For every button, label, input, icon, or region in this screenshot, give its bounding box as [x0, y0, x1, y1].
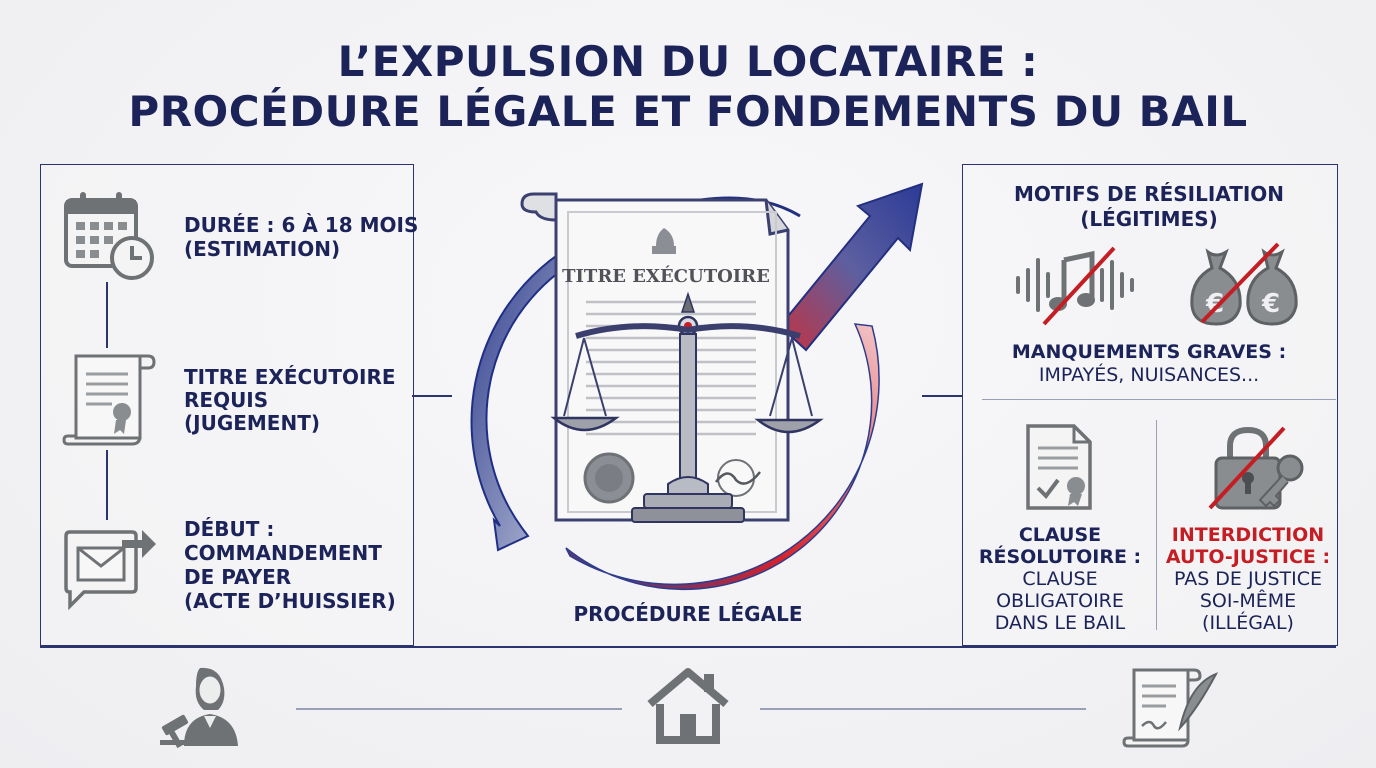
right-connector: [922, 395, 962, 397]
clause-document-icon: [1024, 422, 1096, 512]
scroll-seal-icon: [62, 350, 158, 448]
debut-label-4: (ACTE D’HUISSIER): [184, 589, 396, 613]
envelope-arrow-icon: [62, 522, 158, 611]
right-divider-vertical: [1156, 420, 1157, 630]
interdiction-text-3: (ILLÉGAL): [1202, 612, 1294, 634]
calendar-clock-icon: [62, 188, 158, 284]
manquements-text: IMPAYÉS, NUISANCES...: [1038, 364, 1260, 386]
bottom-line-left: [296, 708, 622, 710]
motifs-title-2: (LÉGITIMES): [1080, 207, 1218, 231]
page-title-line1: L’EXPULSION DU LOCATAIRE :: [337, 37, 1039, 86]
left-vertical-connector-2: [106, 450, 108, 520]
clause-title-1: CLAUSE: [1018, 524, 1102, 546]
duree-label-1: DURÉE : 6 À 18 MOIS: [184, 213, 419, 237]
debut-label-3: DE PAYER: [184, 565, 292, 589]
money-bags-crossed-icon: € €: [1186, 240, 1302, 330]
titre-label-3: (JUGEMENT): [184, 411, 320, 435]
bottom-rule: [40, 646, 1336, 648]
interdiction-text-1: PAS DE JUSTICE: [1173, 568, 1323, 590]
interdiction-title-1: INTERDICTION: [1171, 524, 1325, 546]
judge-gavel-icon: [160, 662, 260, 749]
house-icon: [646, 668, 730, 744]
left-connector: [412, 395, 452, 397]
debut-label-2: COMMANDEMENT: [184, 541, 382, 565]
scales-of-justice-icon: [550, 290, 824, 530]
debut-label-1: DÉBUT :: [184, 517, 275, 541]
manquements-title: MANQUEMENTS GRAVES :: [1011, 341, 1287, 363]
left-vertical-connector-1: [106, 282, 108, 348]
clause-title-2: RÉSOLUTOIRE :: [978, 546, 1142, 568]
motifs-title-1: MOTIFS DE RÉSILIATION: [1013, 182, 1285, 206]
clause-text-1: CLAUSE: [1022, 568, 1098, 590]
document-icon: [516, 190, 796, 530]
svg-text:€: €: [1261, 289, 1280, 319]
page-title-line2: PROCÉDURE LÉGALE ET FONDEMENTS DU BAIL: [128, 87, 1248, 136]
titre-label-2: REQUIS: [184, 388, 269, 412]
interdiction-title-2: AUTO-JUSTICE :: [1165, 546, 1331, 568]
noise-crossed-icon: [1010, 240, 1140, 330]
bottom-line-right: [760, 708, 1086, 710]
clause-text-2: OBLIGATOIRE: [996, 590, 1124, 612]
clause-text-3: DANS LE BAIL: [994, 612, 1126, 634]
titre-label-1: TITRE EXÉCUTOIRE: [184, 365, 396, 389]
padlock-key-crossed-icon: [1208, 424, 1310, 514]
duree-label-2: (ESTIMATION): [184, 237, 341, 261]
interdiction-text-2: SOI-MÊME: [1199, 590, 1297, 612]
procedure-caption: PROCÉDURE LÉGALE: [573, 602, 803, 626]
contract-quill-icon: [1120, 664, 1220, 748]
right-divider-horizontal: [982, 399, 1336, 400]
document-title: TITRE EXÉCUTOIRE: [562, 266, 770, 287]
